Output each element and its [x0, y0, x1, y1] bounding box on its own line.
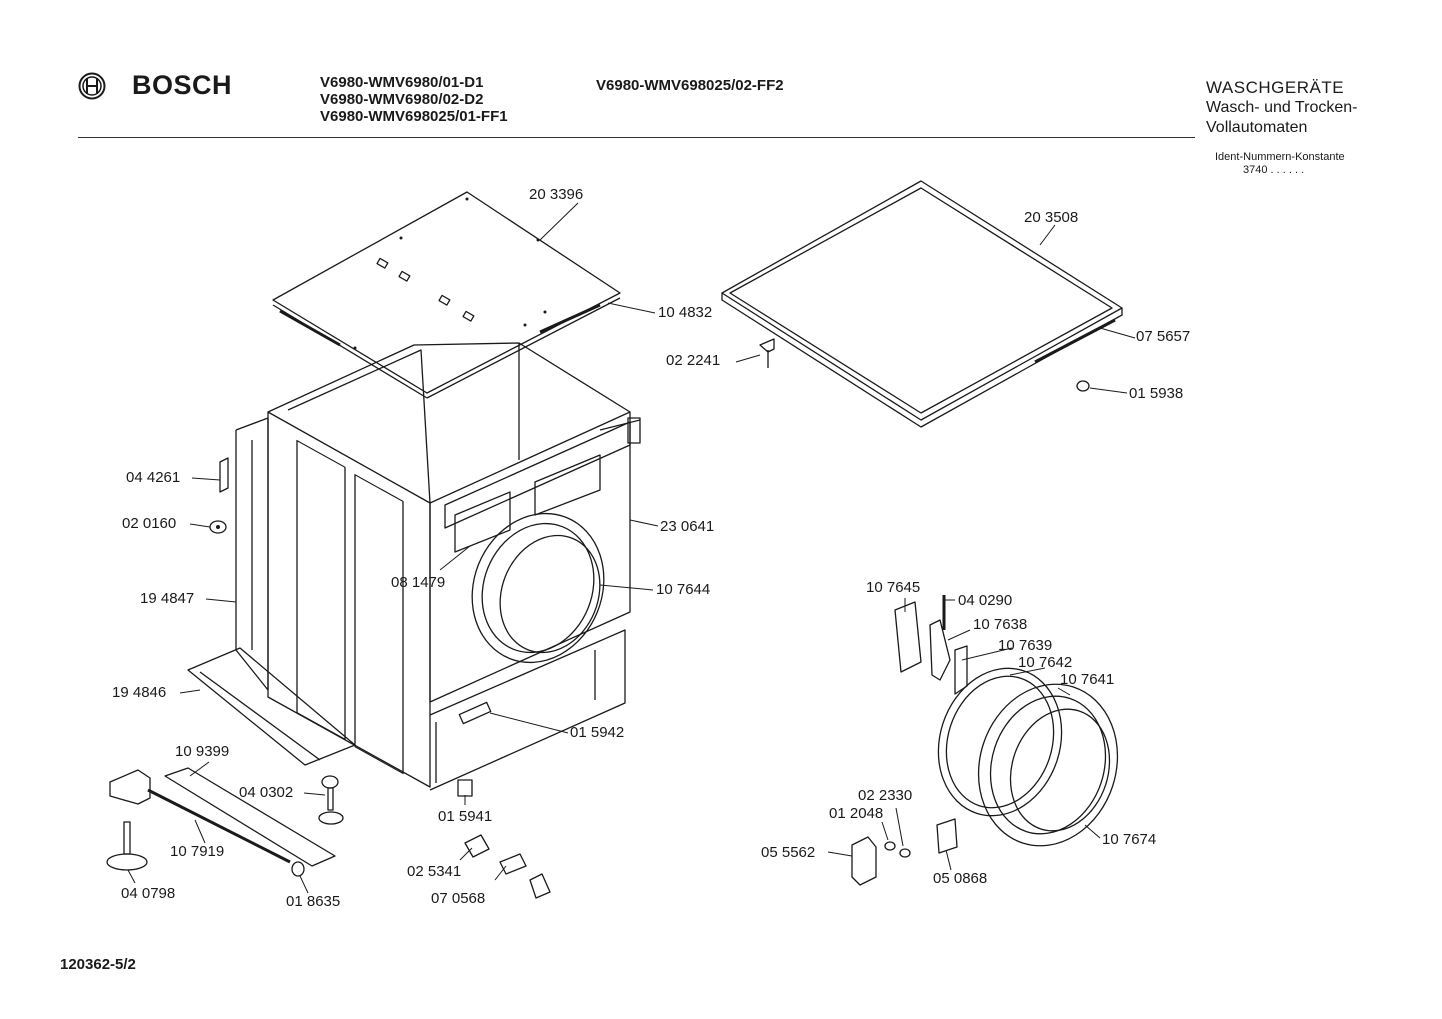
part-label: 10 7919 — [170, 843, 225, 860]
part-label: 10 7639 — [998, 637, 1053, 654]
part-label: 10 4832 — [658, 304, 713, 321]
part-label: 04 0302 — [239, 784, 294, 801]
part-label: 19 4847 — [140, 590, 195, 607]
part-label: 10 7641 — [1060, 671, 1115, 688]
part-label: 10 7645 — [866, 579, 921, 596]
category-subtitle-line2: Vollautomaten — [1206, 119, 1308, 136]
left-small-parts — [209, 457, 229, 534]
part-label: 01 5942 — [570, 724, 625, 741]
drawing-number: 120362-5/2 — [60, 956, 136, 973]
door-lock-parts — [851, 818, 958, 886]
part-label: 02 5341 — [407, 863, 462, 880]
door-opening — [471, 512, 605, 664]
part-label: 07 0568 — [431, 890, 486, 907]
part-label: 04 0798 — [121, 885, 176, 902]
top-lid — [721, 180, 1123, 428]
part-label: 10 7638 — [973, 616, 1028, 633]
header-divider — [78, 137, 1195, 138]
part-label: 02 2241 — [666, 352, 721, 369]
category-subtitle-line1: Wasch- und Trocken- — [1206, 99, 1358, 116]
part-label: 01 8635 — [286, 893, 341, 910]
model-list-secondary: V6980-WMV698025/02-FF2 — [596, 77, 784, 94]
part-label: 19 4846 — [112, 684, 167, 701]
part-label: 01 5941 — [438, 808, 493, 825]
top-cover-plate — [272, 191, 621, 399]
cabinet-frame — [187, 342, 641, 791]
part-label: 02 0160 — [122, 515, 177, 532]
part-label: 10 7674 — [1102, 831, 1157, 848]
part-label: 10 9399 — [175, 743, 230, 760]
part-label: 10 7644 — [656, 581, 711, 598]
part-label: 04 0290 — [958, 592, 1013, 609]
part-label: 05 0868 — [933, 870, 988, 887]
part-label: 02 2330 — [858, 787, 913, 804]
part-label: 07 5657 — [1136, 328, 1191, 345]
part-label: 01 5938 — [1129, 385, 1184, 402]
category-title: WASCHGERÄTE — [1206, 78, 1345, 97]
part-label: 20 3396 — [529, 186, 584, 203]
part-label: 01 2048 — [829, 805, 884, 822]
door-ring-assembly — [937, 667, 1119, 847]
model-list-primary: V6980-WMV6980/01-D1 V6980-WMV6980/02-D2 … — [320, 74, 508, 125]
part-label: 04 4261 — [126, 469, 181, 486]
ident-value: 3740 . . . . . . — [1243, 164, 1305, 176]
part-label: 20 3508 — [1024, 209, 1079, 226]
model-number: V6980-WMV698025/01-FF1 — [320, 108, 508, 125]
hinge-parts — [894, 595, 968, 695]
ident-label: Ident-Nummern-Konstante — [1215, 151, 1345, 163]
part-label: 10 7642 — [1018, 654, 1073, 671]
model-number: V6980-WMV6980/02-D2 — [320, 91, 484, 108]
part-label: 23 0641 — [660, 518, 715, 535]
model-number: V6980-WMV698025/02-FF2 — [596, 77, 784, 94]
leader-lines — [127, 202, 1136, 894]
foot-and-hose-parts — [106, 767, 551, 899]
model-number: V6980-WMV6980/01-D1 — [320, 74, 484, 91]
part-label: 08 1479 — [391, 574, 446, 591]
part-label: 05 5562 — [761, 844, 816, 861]
brand-name: BOSCH — [132, 70, 233, 100]
bosch-logo-icon — [78, 72, 106, 100]
